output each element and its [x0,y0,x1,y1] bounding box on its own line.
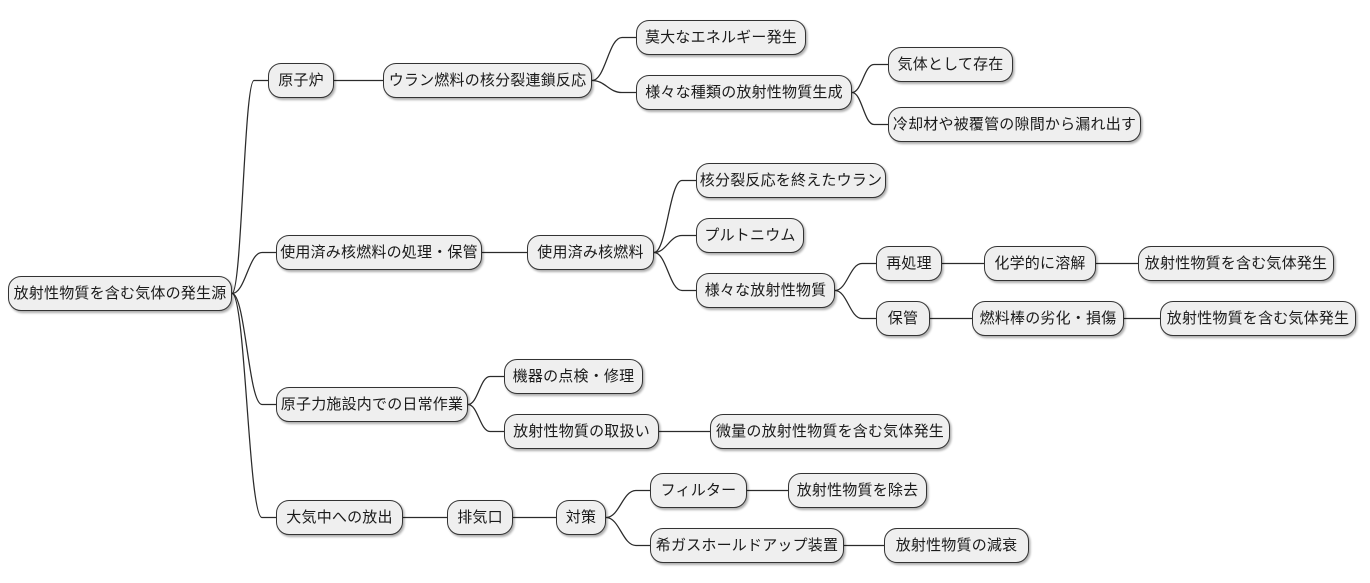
node-label: 気体として存在 [897,55,1004,73]
node-label: 原子炉 [278,71,324,89]
edge-root-to-b4 [231,292,277,519]
node-label: 原子力施設内での日常作業 [280,395,464,413]
node-label: フィルター [660,481,737,499]
node-b2_1_3_1_1[interactable]: 化学的に溶解 [984,246,1096,281]
edge-b4_1_1-to-b4_1_1_2 [605,516,651,547]
node-b4_1_1_2_1[interactable]: 放射性物質の減衰 [884,528,1029,563]
node-label: 保管 [887,309,919,327]
node-b2_1_3_2_1_1[interactable]: 放射性物質を含む気体発生 [1160,301,1356,336]
node-label: 希ガスホールドアップ装置 [655,536,839,554]
edge-b1_1_2-to-b1_1_2_2 [851,91,889,126]
node-label: 放射性物質を含む気体発生 [1166,309,1350,327]
edge-b1_1-to-b1_1_2 [591,79,637,94]
node-b3_2[interactable]: 放射性物質の取扱い [504,414,659,449]
node-label: 大気中への放出 [286,508,393,526]
edge-b4_1_1-to-b4_1_1_1 [605,489,651,519]
node-b2_1_3_2[interactable]: 保管 [876,301,930,336]
root-node[interactable]: 放射性物質を含む気体の発生源 [8,276,232,311]
node-label: 再処理 [886,254,932,272]
edge-b1_1_2-to-b1_1_2_1 [851,63,889,94]
node-b4_1_1_1_1[interactable]: 放射性物質を除去 [788,473,927,508]
edge-root-to-b1 [231,79,269,295]
edge-b3-to-b3_2 [467,403,505,433]
edge-b2_1-to-b2_1_2 [653,234,697,254]
node-label: 使用済み核燃料の処理・保管 [280,243,478,261]
node-b3[interactable]: 原子力施設内での日常作業 [276,387,468,422]
node-label: 冷却材や被覆管の隙間から漏れ出す [892,115,1137,133]
node-label: 化学的に溶解 [994,254,1086,272]
edge-b3-to-b3_1 [467,375,505,406]
edge-root-to-b3 [231,292,277,406]
node-label: 微量の放射性物質を含む気体発生 [715,422,944,440]
node-b4[interactable]: 大気中への放出 [276,500,403,535]
node-label: 様々な種類の放射性物質生成 [645,83,843,101]
node-b2_1_3_1_1_1[interactable]: 放射性物質を含む気体発生 [1138,246,1334,281]
node-b2_1_3_1[interactable]: 再処理 [876,246,942,281]
node-label: 莫大なエネルギー発生 [644,28,797,46]
edge-root-to-b2 [231,251,277,295]
node-b1_1_2_2[interactable]: 冷却材や被覆管の隙間から漏れ出す [888,107,1141,142]
edge-b2_1_3-to-b2_1_3_1 [834,262,877,292]
node-label: ウラン燃料の核分裂連鎖反応 [388,71,587,89]
node-label: 放射性物質を含む気体発生 [1144,254,1328,272]
node-b2_1_2[interactable]: プルトニウム [696,218,804,253]
node-b4_1_1_2[interactable]: 希ガスホールドアップ装置 [650,528,844,563]
node-label: 放射性物質の取扱い [513,422,650,440]
node-b3_2_1[interactable]: 微量の放射性物質を含む気体発生 [710,414,950,449]
node-b1_1_2_1[interactable]: 気体として存在 [888,47,1013,82]
node-b4_1_1_1[interactable]: フィルター [650,473,747,508]
node-b4_1[interactable]: 排気口 [447,500,513,535]
edge-b2_1-to-b2_1_3 [653,251,697,292]
node-b3_1[interactable]: 機器の点検・修理 [504,359,643,394]
node-b2_1_3[interactable]: 様々な放射性物質 [696,273,835,308]
edge-b2_1-to-b2_1_1 [653,179,697,254]
edge-b1_1-to-b1_1_1 [591,36,637,82]
node-label: 燃料棒の劣化・損傷 [979,309,1117,327]
node-label: プルトニウム [704,226,796,244]
node-label: 対策 [565,508,597,526]
node-label: 放射性物質の減衰 [895,536,1018,554]
node-b2_1_1[interactable]: 核分裂反応を終えたウラン [696,163,886,198]
node-b1[interactable]: 原子炉 [268,63,334,98]
node-b1_1_1[interactable]: 莫大なエネルギー発生 [636,20,806,55]
node-b2[interactable]: 使用済み核燃料の処理・保管 [276,235,482,270]
node-label: 機器の点検・修理 [512,367,635,385]
node-b1_1[interactable]: ウラン燃料の核分裂連鎖反応 [383,63,592,98]
node-label: 排気口 [457,508,503,526]
node-b4_1_1[interactable]: 対策 [556,500,606,535]
node-label: 使用済み核燃料 [537,243,644,261]
node-b2_1_3_2_1[interactable]: 燃料棒の劣化・損傷 [972,301,1124,336]
node-b1_1_2[interactable]: 様々な種類の放射性物質生成 [636,75,852,110]
node-label: 核分裂反応を終えたウラン [699,171,883,189]
node-b2_1[interactable]: 使用済み核燃料 [527,235,654,270]
node-label: 放射性物質を含む気体の発生源 [13,284,227,302]
node-label: 放射性物質を除去 [796,481,919,499]
node-label: 様々な放射性物質 [704,281,827,299]
edge-b2_1_3-to-b2_1_3_2 [834,289,877,320]
